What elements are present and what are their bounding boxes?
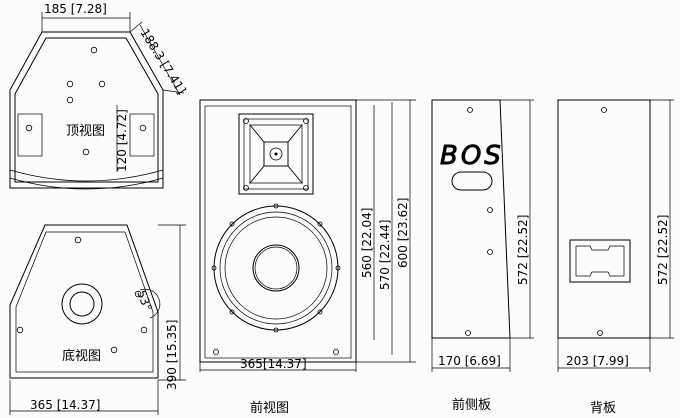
back-width-dim: 203 [7.99]	[566, 354, 629, 368]
bottom-width-dim: 365 [14.37]	[30, 398, 100, 412]
back-height-dim: 572 [22.52]	[656, 215, 670, 285]
brand-logo: BOS	[440, 141, 504, 171]
front-width-dim: 365[14.37]	[240, 357, 307, 371]
top-view-label: 顶视图	[66, 124, 105, 139]
front-h600-dim: 600 [23.62]	[396, 198, 410, 268]
front-view: 560 [22.04] 570 [22.44] 600 [23.62] 365[…	[199, 99, 416, 416]
front-side-panel-label: 前侧板	[452, 397, 491, 413]
top-width-dim: 185 [7.28]	[44, 2, 107, 16]
bottom-height-dim: 390 [15.35]	[165, 320, 179, 390]
side-height-dim: 572 [22.52]	[516, 215, 530, 285]
bottom-view-label: 底视图	[62, 348, 101, 364]
front-h560-dim: 560 [22.04]	[360, 208, 374, 278]
top-view: 185 [7.28] 188.3 [7.41] 120 [4.72] 顶视图	[9, 2, 189, 190]
back-panel-label: 背板	[590, 401, 616, 416]
bottom-view: 53° 390 [15.35] 365 [14.37] 底视图	[9, 224, 186, 415]
top-depth-dim: 120 [4.72]	[115, 109, 129, 172]
bottom-angle-dim: 53°	[134, 288, 154, 313]
back-panel-view: 572 [22.52] 203 [7.99] 背板	[557, 99, 674, 416]
front-view-label: 前视图	[250, 400, 289, 416]
top-edge-dim: 188.3 [7.41]	[137, 26, 188, 96]
front-h570-dim: 570 [22.44]	[378, 220, 392, 290]
front-side-panel-view: BOS 572 [22.52] 170 [6.69] 前侧板	[431, 99, 534, 413]
side-width-dim: 170 [6.69]	[438, 354, 501, 368]
